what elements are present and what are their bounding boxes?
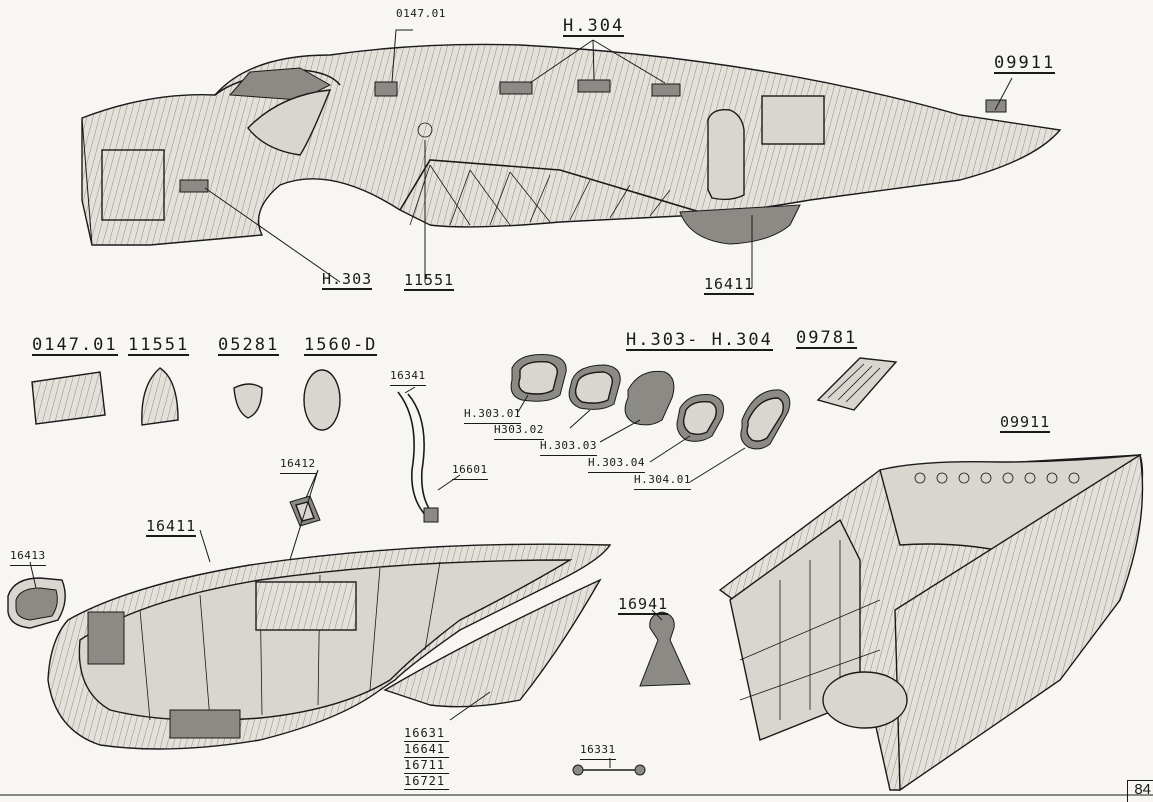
tail-section-assembly: [718, 453, 1144, 792]
small-parts: [31, 367, 439, 523]
stack-item: 16641: [404, 742, 450, 758]
fuselage-drawing: [81, 43, 1062, 246]
window-frames: [510, 354, 898, 483]
label-h303-01: H.303.01: [464, 406, 521, 424]
tail-cone-assembly: [47, 543, 612, 750]
stack-item: 16631: [404, 726, 450, 742]
label-09781: 09781: [796, 328, 858, 349]
label-0147-01-row: 0147.01: [32, 335, 118, 356]
label-h303-02: H303.02: [494, 422, 544, 440]
label-1560-d-row: 1560-D: [304, 335, 378, 356]
label-16601: 16601: [452, 462, 488, 480]
label-16941: 16941: [618, 595, 669, 615]
label-11551-top: 11551: [404, 271, 455, 291]
label-16411-top: 16411: [704, 275, 755, 295]
label-h303-top: H.303: [322, 270, 373, 290]
label-09911: 09911: [1000, 413, 1051, 433]
stack-item: 16711: [404, 758, 450, 774]
label-16411: 16411: [146, 517, 197, 537]
label-16412: 16412: [280, 456, 316, 474]
label-05281-row: 05281: [218, 335, 280, 356]
label-0147-01-top: 0147.01: [396, 7, 446, 20]
label-16331: 16331: [580, 742, 616, 760]
label-h303-03: H.303.03: [540, 438, 597, 456]
stack-item: 16721: [404, 774, 450, 790]
label-h304-top: H.304: [563, 16, 625, 37]
label-h303-h304: H.303- H.304: [626, 330, 773, 351]
label-h304-01: H.304.01: [634, 472, 691, 490]
fuselage-leaders: [204, 29, 1013, 288]
label-09911-top: 09911: [994, 53, 1056, 74]
part-leaders: [0, 474, 1153, 796]
part-number-stack: 16631 16641 16711 16721: [404, 726, 450, 790]
label-11551-row: 11551: [128, 335, 190, 356]
page-number: 84: [1127, 780, 1153, 802]
label-h303-04: H.303.04: [588, 455, 645, 473]
label-16413: 16413: [10, 548, 46, 566]
label-16341: 16341: [390, 368, 426, 386]
hardware-parts: [7, 469, 691, 776]
